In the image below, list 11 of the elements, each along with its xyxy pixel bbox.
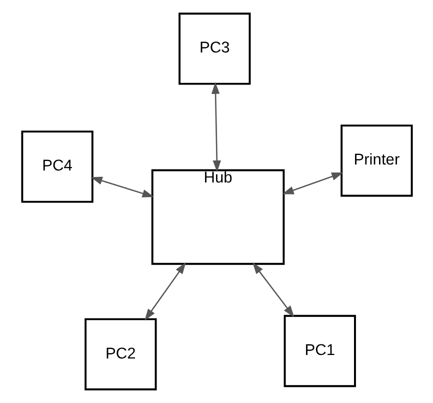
arrow bbox=[144, 262, 186, 321]
node-box: Printer bbox=[340, 124, 412, 197]
node-box: PC3 bbox=[178, 12, 250, 85]
node-box: PC2 bbox=[84, 318, 156, 390]
node-box: Hub bbox=[150, 169, 284, 265]
node-box: PC1 bbox=[283, 314, 356, 388]
arrow bbox=[282, 172, 343, 194]
arrow bbox=[252, 262, 294, 318]
node-box: PC4 bbox=[20, 130, 93, 203]
arrow bbox=[210, 82, 220, 172]
arrow bbox=[90, 176, 154, 198]
